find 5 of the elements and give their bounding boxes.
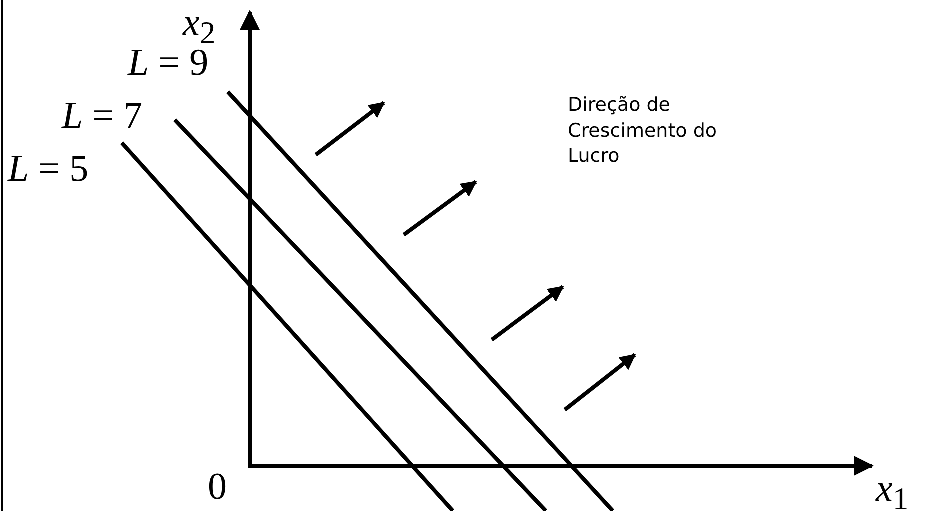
line-label: L = 7	[62, 97, 143, 135]
origin-label: 0	[208, 468, 227, 506]
axis-label: x$_{1}$	[876, 470, 909, 511]
line-label: L = 5	[8, 150, 89, 188]
annotation-text: Direção de Crescimento do Lucro	[568, 93, 718, 170]
